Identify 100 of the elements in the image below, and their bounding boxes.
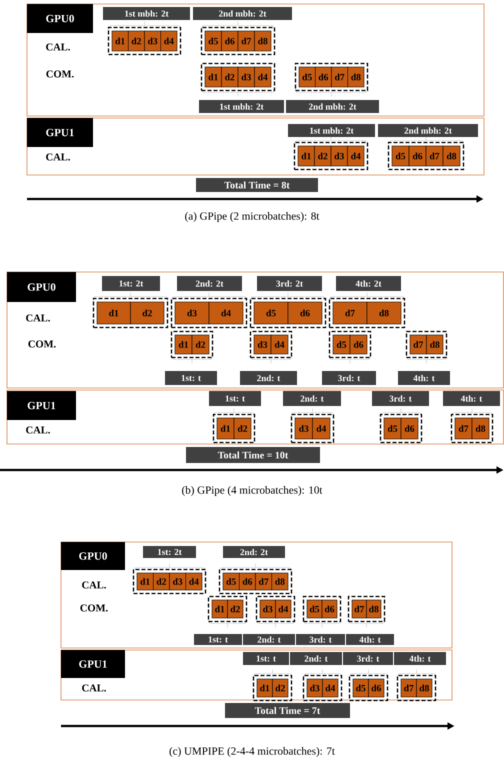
data-block: d6 <box>400 418 418 440</box>
data-block: d1 <box>174 334 192 354</box>
data-block: d3 <box>169 572 186 590</box>
microbatch-frame <box>290 414 334 444</box>
microbatch-frame <box>380 414 422 444</box>
gpu-panel <box>26 4 484 116</box>
data-block: d2 <box>221 66 238 88</box>
data-block: d3 <box>254 334 272 354</box>
data-block: d7 <box>352 600 367 618</box>
data-block: d4 <box>322 678 338 698</box>
microbatch-frame <box>212 414 256 444</box>
data-block: d1 <box>112 30 128 52</box>
microbatch-frame <box>396 674 436 702</box>
data-block: d7 <box>426 146 444 166</box>
microbatch-frame <box>348 596 386 622</box>
microbatch-frame <box>218 568 292 594</box>
time-label: 1st: t <box>209 391 261 406</box>
data-block: d4 <box>254 66 272 88</box>
time-label: 3rd: t <box>322 371 376 385</box>
microbatch-frame <box>250 330 292 358</box>
gpu-label: GPU0 <box>61 542 125 570</box>
time-label: 3rd: 2t <box>257 276 322 291</box>
data-block: d4 <box>275 600 292 618</box>
data-block: d2 <box>234 418 252 440</box>
time-label: 2nd mbh: 2t <box>378 124 478 137</box>
time-label: 2nd mbh: 2t <box>193 7 292 20</box>
data-block: d6 <box>315 66 332 88</box>
gpu-label: GPU1 <box>61 650 125 678</box>
data-block: d7 <box>255 572 272 590</box>
row-label: COM. <box>28 340 56 348</box>
time-label: 2nd: t <box>243 634 295 645</box>
data-block: d7 <box>332 302 368 324</box>
microbatch-frame <box>256 596 296 622</box>
microbatch-frame <box>294 142 368 170</box>
row-label: CAL. <box>46 43 70 51</box>
data-block: d3 <box>144 30 161 52</box>
data-block: d4 <box>208 302 244 324</box>
data-block: d1 <box>96 302 131 324</box>
data-block: d7 <box>410 334 427 354</box>
time-label: 2nd: t <box>240 371 297 385</box>
total-time-label: Total Time = 7t <box>225 703 350 718</box>
time-label: 1st mbh: 2t <box>288 124 375 137</box>
subcaption: (c) UMPIPE (2-4-4 microbatches): 7t <box>170 747 335 757</box>
time-label: 2nd: t <box>283 391 341 406</box>
row-label: COM. <box>46 70 74 78</box>
gpu-panel <box>60 542 452 648</box>
time-label: 2nd: 2t <box>223 546 285 558</box>
data-block: d2 <box>227 600 244 618</box>
data-block: d3 <box>330 146 348 166</box>
data-block: d1 <box>298 146 315 166</box>
microbatch-frame <box>170 298 248 328</box>
data-block: d5 <box>306 600 322 618</box>
data-block: d2 <box>272 678 288 698</box>
data-block: d8 <box>254 30 272 52</box>
gpu-label: GPU1 <box>27 118 93 147</box>
data-block: d5 <box>384 418 402 440</box>
time-label: 2nd: 2t <box>177 276 242 291</box>
data-block: d8 <box>442 146 460 166</box>
microbatch-frame <box>132 568 206 594</box>
gpu-label: GPU0 <box>27 4 93 33</box>
data-block: d4 <box>270 334 288 354</box>
data-block: d8 <box>366 302 402 324</box>
data-block: d6 <box>288 302 322 324</box>
row-label: CAL. <box>26 314 50 322</box>
data-block: d5 <box>352 678 369 698</box>
gpu-label: GPU1 <box>7 391 76 420</box>
microbatch-frame <box>328 298 406 328</box>
microbatch-frame <box>388 142 464 170</box>
data-block: d1 <box>216 418 234 440</box>
microbatch-frame <box>252 674 292 702</box>
microbatch-frame <box>302 596 342 622</box>
data-block: d7 <box>238 30 255 52</box>
data-block: d6 <box>408 146 426 166</box>
time-label: 4th: t <box>398 371 450 385</box>
data-block: d4 <box>186 572 202 590</box>
data-block: d1 <box>136 572 154 590</box>
time-label: 1st: 2t <box>143 546 196 558</box>
subcaption: (b) GPipe (4 microbatches): 10t <box>182 486 322 496</box>
time-label: 4th: 2t <box>336 276 401 291</box>
data-block: d8 <box>416 678 432 698</box>
microbatch-frame <box>208 596 248 622</box>
time-label: 2nd: t <box>290 652 342 665</box>
data-block: d5 <box>332 334 350 354</box>
microbatch-frame <box>302 674 342 702</box>
data-block: d8 <box>472 418 490 440</box>
data-block: d6 <box>368 678 384 698</box>
data-block: d2 <box>314 146 332 166</box>
total-time-label: Total Time = 8t <box>196 178 318 192</box>
row-label: COM. <box>80 604 108 612</box>
gpu-panel <box>6 390 504 444</box>
microbatch-frame <box>294 62 368 92</box>
data-block: d4 <box>160 30 178 52</box>
time-label: 1st: 2t <box>102 276 160 291</box>
time-label: 1st mbh: 2t <box>199 100 284 113</box>
data-block: d8 <box>272 572 288 590</box>
data-block: d6 <box>239 572 256 590</box>
microbatch-frame <box>250 298 326 328</box>
time-label: 2nd mbh: 2t <box>286 100 379 113</box>
data-block: d3 <box>260 600 276 618</box>
microbatch-frame <box>406 330 448 358</box>
